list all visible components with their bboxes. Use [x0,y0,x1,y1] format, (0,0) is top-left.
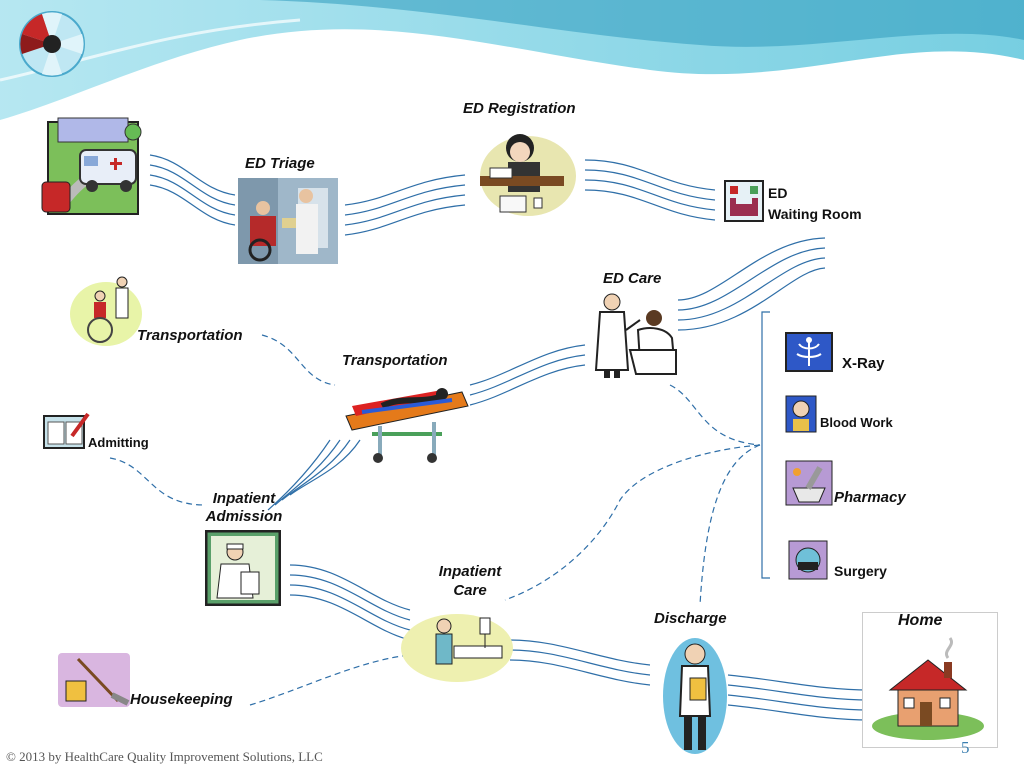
housekeeping-image [58,653,132,709]
surgery-label: Surgery [834,563,887,579]
logo [10,4,92,82]
ed-triage-image [238,178,338,264]
transportation-label-upper: Transportation [137,327,243,344]
ed-care-image [590,290,680,380]
inpatient-admission-image [204,529,282,607]
discharge-image [660,636,730,756]
ed-registration-image [470,126,578,222]
waiting-room-icon [724,180,764,222]
inpatient-care-label-line2: Care [453,582,487,599]
surgery-icon [788,540,828,580]
admitting-label: Admitting [88,435,149,450]
page-number: 5 [961,738,970,757]
inpatient-care-label-line1: Inpatient [438,563,502,580]
discharge-label: Discharge [654,610,727,627]
admitting-icon [42,410,90,452]
transportation-label-center: Transportation [342,352,448,369]
inpatient-admission-label-line2: Admission [205,508,283,525]
ed-registration-label: ED Registration [463,100,576,117]
blood-work-icon [785,395,817,433]
pharmacy-label: Pharmacy [834,489,906,506]
inpatient-admission-label-line1: Inpatient [212,490,276,507]
home-house-image [870,636,986,740]
stretcher-transport-image [342,376,472,466]
xray-icon [785,332,833,372]
ed-care-label: ED Care [603,270,662,287]
ed-waiting-room-label-line2: Waiting Room [768,206,862,222]
housekeeping-label: Housekeeping [130,691,233,708]
wheelchair-transport-image [70,274,142,348]
home-label: Home [898,612,943,629]
pharmacy-icon [785,460,833,506]
xray-label: X-Ray [842,355,885,372]
ed-triage-label: ED Triage [245,155,315,172]
copyright-footer: © 2013 by HealthCare Quality Improvement… [6,749,323,764]
ambulance-icon [40,112,144,216]
blood-work-label: Blood Work [820,415,893,430]
inpatient-care-image [400,606,514,682]
ed-waiting-room-label-line1: ED [768,185,788,201]
